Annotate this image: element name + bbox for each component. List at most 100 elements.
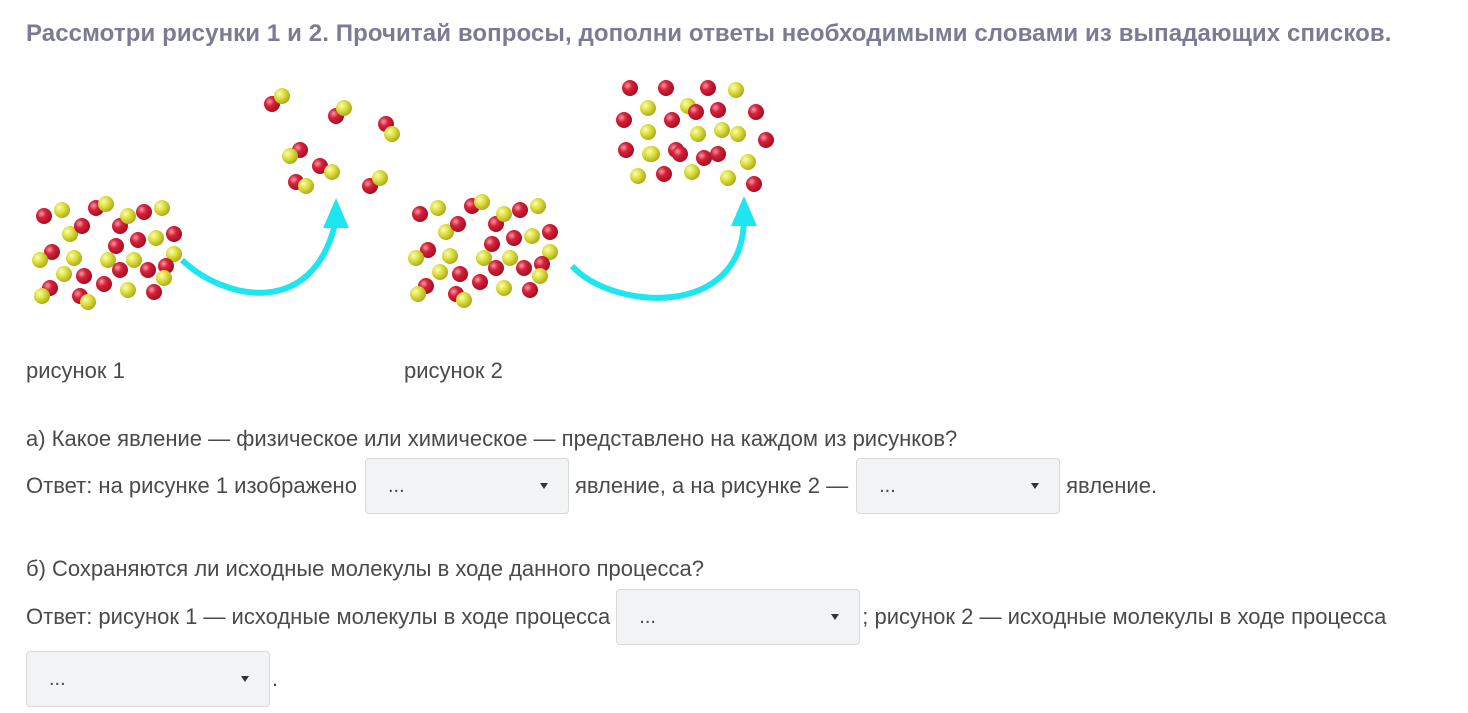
red-atom bbox=[450, 216, 466, 232]
question-a: а) Какое явление — физическое или химиче… bbox=[26, 426, 957, 452]
yellow-atom bbox=[728, 82, 744, 98]
red-atom bbox=[696, 150, 712, 166]
yellow-atom bbox=[456, 292, 472, 308]
red-atom bbox=[506, 230, 522, 246]
yellow-atom bbox=[410, 286, 426, 302]
yellow-atom bbox=[524, 228, 540, 244]
figure-2-arrow bbox=[569, 219, 747, 301]
figure-2-arrowhead bbox=[731, 196, 757, 226]
answer-a-select-2[interactable]: ... bbox=[856, 458, 1061, 514]
red-atom bbox=[488, 260, 504, 276]
figure-1-molecules-after bbox=[264, 88, 400, 194]
red-atom bbox=[688, 104, 704, 120]
question-b: б) Сохраняются ли исходные молекулы в хо… bbox=[26, 556, 704, 582]
answer-a-middle: явление, а на рисунке 2 — bbox=[574, 473, 849, 498]
question-b-text: б) Сохраняются ли исходные молекулы в хо… bbox=[26, 556, 705, 581]
red-atom bbox=[748, 104, 764, 120]
answer-b-row-2: ... . bbox=[26, 651, 278, 707]
answer-b-row: Ответ: рисунок 1 — исходные молекулы в х… bbox=[26, 589, 1386, 645]
red-atom bbox=[542, 224, 558, 240]
yellow-atom bbox=[126, 252, 142, 268]
yellow-atom bbox=[120, 282, 136, 298]
figure-2-molecules-after bbox=[616, 80, 774, 192]
yellow-atom bbox=[154, 200, 170, 216]
figure-1-label: рисунок 1 bbox=[26, 358, 125, 383]
yellow-atom bbox=[684, 164, 700, 180]
red-atom bbox=[112, 262, 128, 278]
yellow-atom bbox=[120, 208, 136, 224]
question-a-text: а) Какое явление — физическое или химиче… bbox=[26, 426, 958, 451]
red-atom bbox=[484, 236, 500, 252]
answer-a-select-1[interactable]: ... bbox=[364, 458, 569, 514]
red-atom bbox=[108, 238, 124, 254]
chevron-down-icon bbox=[1031, 483, 1040, 489]
yellow-atom bbox=[438, 224, 454, 240]
red-atom bbox=[746, 176, 762, 192]
red-atom bbox=[96, 276, 112, 292]
figure-1-molecules-before bbox=[32, 196, 182, 310]
answer-b-select-2-value: ... bbox=[49, 667, 66, 690]
yellow-atom bbox=[730, 126, 746, 142]
yellow-atom bbox=[298, 178, 314, 194]
yellow-atom bbox=[644, 146, 660, 162]
yellow-atom bbox=[542, 244, 558, 260]
answer-b-select-1[interactable]: ... bbox=[616, 589, 861, 645]
answer-a-select-2-value: ... bbox=[879, 474, 896, 497]
figure-2-molecules-before bbox=[408, 194, 558, 308]
red-atom bbox=[146, 284, 162, 300]
yellow-atom bbox=[530, 198, 546, 214]
task-title: Рассмотри рисунки 1 и 2. Прочитай вопрос… bbox=[26, 20, 1392, 47]
yellow-atom bbox=[432, 264, 448, 280]
yellow-atom bbox=[80, 294, 96, 310]
yellow-atom bbox=[474, 194, 490, 210]
red-atom bbox=[44, 244, 60, 260]
figure-2-image bbox=[408, 80, 774, 308]
answer-a-suffix: явление. bbox=[1066, 473, 1158, 498]
yellow-atom bbox=[496, 280, 512, 296]
red-atom bbox=[412, 206, 428, 222]
red-atom bbox=[452, 266, 468, 282]
red-atom bbox=[758, 132, 774, 148]
yellow-atom bbox=[690, 126, 706, 142]
red-atom bbox=[140, 262, 156, 278]
red-atom bbox=[710, 146, 726, 162]
yellow-atom bbox=[156, 270, 172, 286]
answer-b-select-1-value: ... bbox=[639, 605, 656, 628]
red-atom bbox=[522, 282, 538, 298]
yellow-atom bbox=[532, 268, 548, 284]
yellow-atom bbox=[640, 124, 656, 140]
red-atom bbox=[136, 204, 152, 220]
yellow-atom bbox=[384, 126, 400, 142]
yellow-atom bbox=[274, 88, 290, 104]
yellow-atom bbox=[62, 226, 78, 242]
yellow-atom bbox=[476, 250, 492, 266]
red-atom bbox=[618, 142, 634, 158]
yellow-atom bbox=[66, 250, 82, 266]
answer-b-select-2[interactable]: ... bbox=[26, 651, 270, 707]
red-atom bbox=[512, 202, 528, 218]
yellow-atom bbox=[408, 250, 424, 266]
answer-b-suffix: . bbox=[272, 666, 279, 691]
yellow-atom bbox=[630, 168, 646, 184]
red-atom bbox=[534, 256, 550, 272]
yellow-atom bbox=[100, 252, 116, 268]
red-atom bbox=[710, 102, 726, 118]
red-atom bbox=[672, 146, 688, 162]
red-atom bbox=[616, 112, 632, 128]
yellow-atom bbox=[32, 252, 48, 268]
red-atom bbox=[700, 80, 716, 96]
figure-1-arrowhead bbox=[323, 198, 349, 228]
yellow-atom bbox=[56, 266, 72, 282]
answer-b-prefix: Ответ: рисунок 1 — исходные молекулы в х… bbox=[26, 604, 611, 629]
red-atom bbox=[312, 158, 328, 174]
yellow-atom bbox=[430, 200, 446, 216]
chevron-down-icon bbox=[831, 614, 840, 620]
red-atom bbox=[36, 208, 52, 224]
red-atom bbox=[74, 218, 90, 234]
yellow-atom bbox=[740, 154, 756, 170]
yellow-atom bbox=[640, 100, 656, 116]
yellow-atom bbox=[324, 164, 340, 180]
red-atom bbox=[130, 232, 146, 248]
red-atom bbox=[656, 166, 672, 182]
red-atom bbox=[420, 242, 436, 258]
